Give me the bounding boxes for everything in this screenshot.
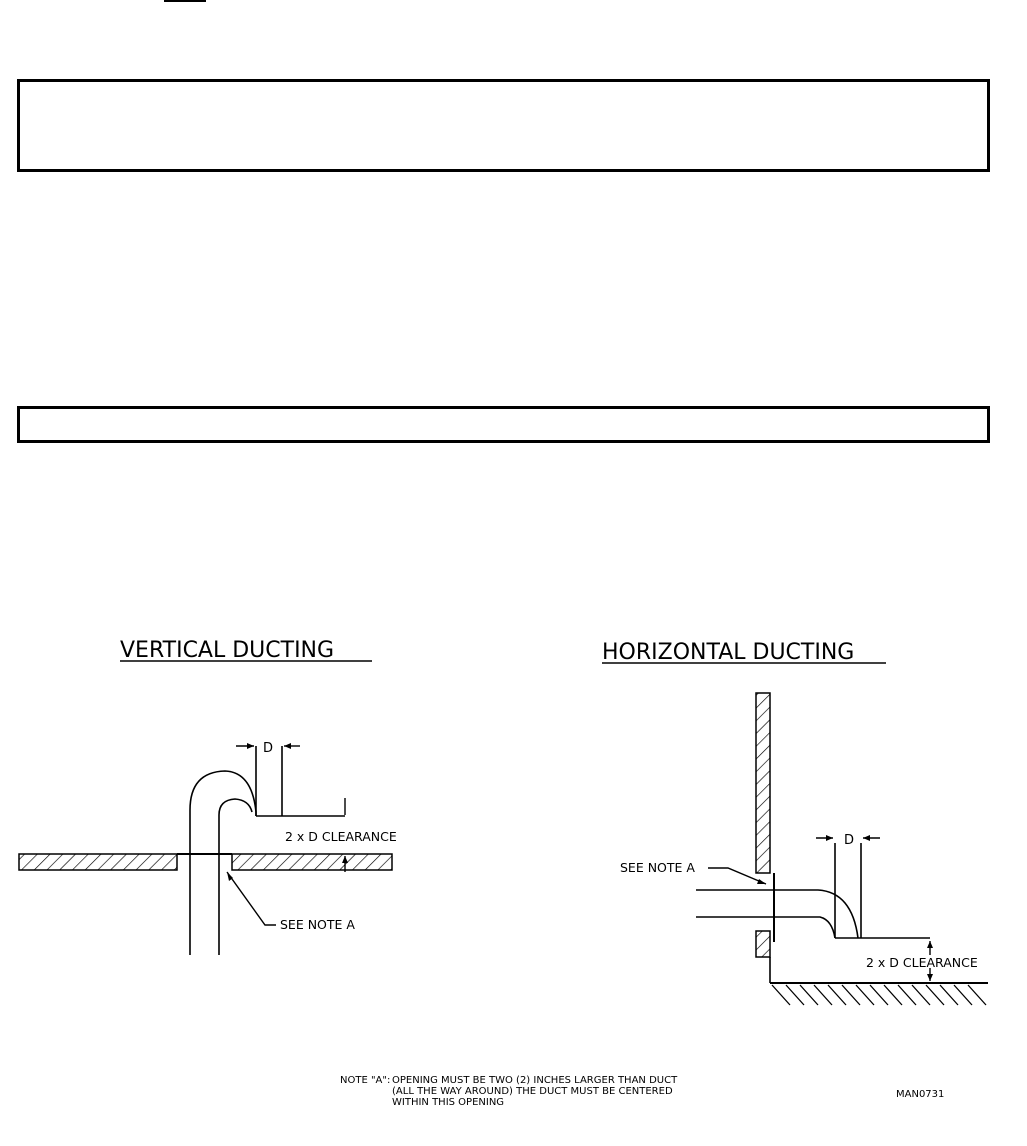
vertical-slab-right [231,853,393,871]
horizontal-note-leader [708,867,767,885]
horizontal-duct [696,843,930,939]
vertical-note-arrowhead [227,872,233,881]
horizontal-note-arrowhead [757,879,766,884]
footnote-label: NOTE "A": [340,1075,390,1086]
drawing-number: MAN0731 [896,1089,944,1100]
horizontal-wall-lower [755,930,771,958]
footnote-line-3: WITHIN THIS OPENING [392,1097,504,1108]
vertical-ducting-title: VERTICAL DUCTING [120,638,334,663]
warning-box [17,79,990,172]
horizontal-floor-hatch [771,984,987,1006]
horizontal-clearance-label: 2 x D CLEARANCE [866,955,978,970]
vertical-slab-left [18,853,178,871]
horizontal-wall-upper [755,692,771,874]
horizontal-see-note-a: SEE NOTE A [620,860,695,875]
horizontal-d-label: D [844,833,854,848]
section-header-box [17,406,990,443]
vertical-see-note-a: SEE NOTE A [280,917,355,932]
vertical-ducting-figure: VERTICAL DUCTING D 2 x D CLEARANCE [18,638,397,955]
horizontal-ducting-figure: HORIZONTAL DUCTING [602,640,988,1006]
vertical-duct [189,746,345,955]
vertical-d-label: D [263,741,273,756]
vertical-clearance-label: 2 x D CLEARANCE [285,829,397,844]
footnote: NOTE "A": OPENING MUST BE TWO (2) INCHES… [340,1075,678,1108]
footnote-line-1: OPENING MUST BE TWO (2) INCHES LARGER TH… [392,1075,678,1086]
header-rule [164,0,206,2]
horizontal-ducting-title: HORIZONTAL DUCTING [602,640,854,665]
vertical-note-leader [226,871,276,926]
footnote-line-2: (ALL THE WAY AROUND) THE DUCT MUST BE CE… [392,1086,673,1097]
